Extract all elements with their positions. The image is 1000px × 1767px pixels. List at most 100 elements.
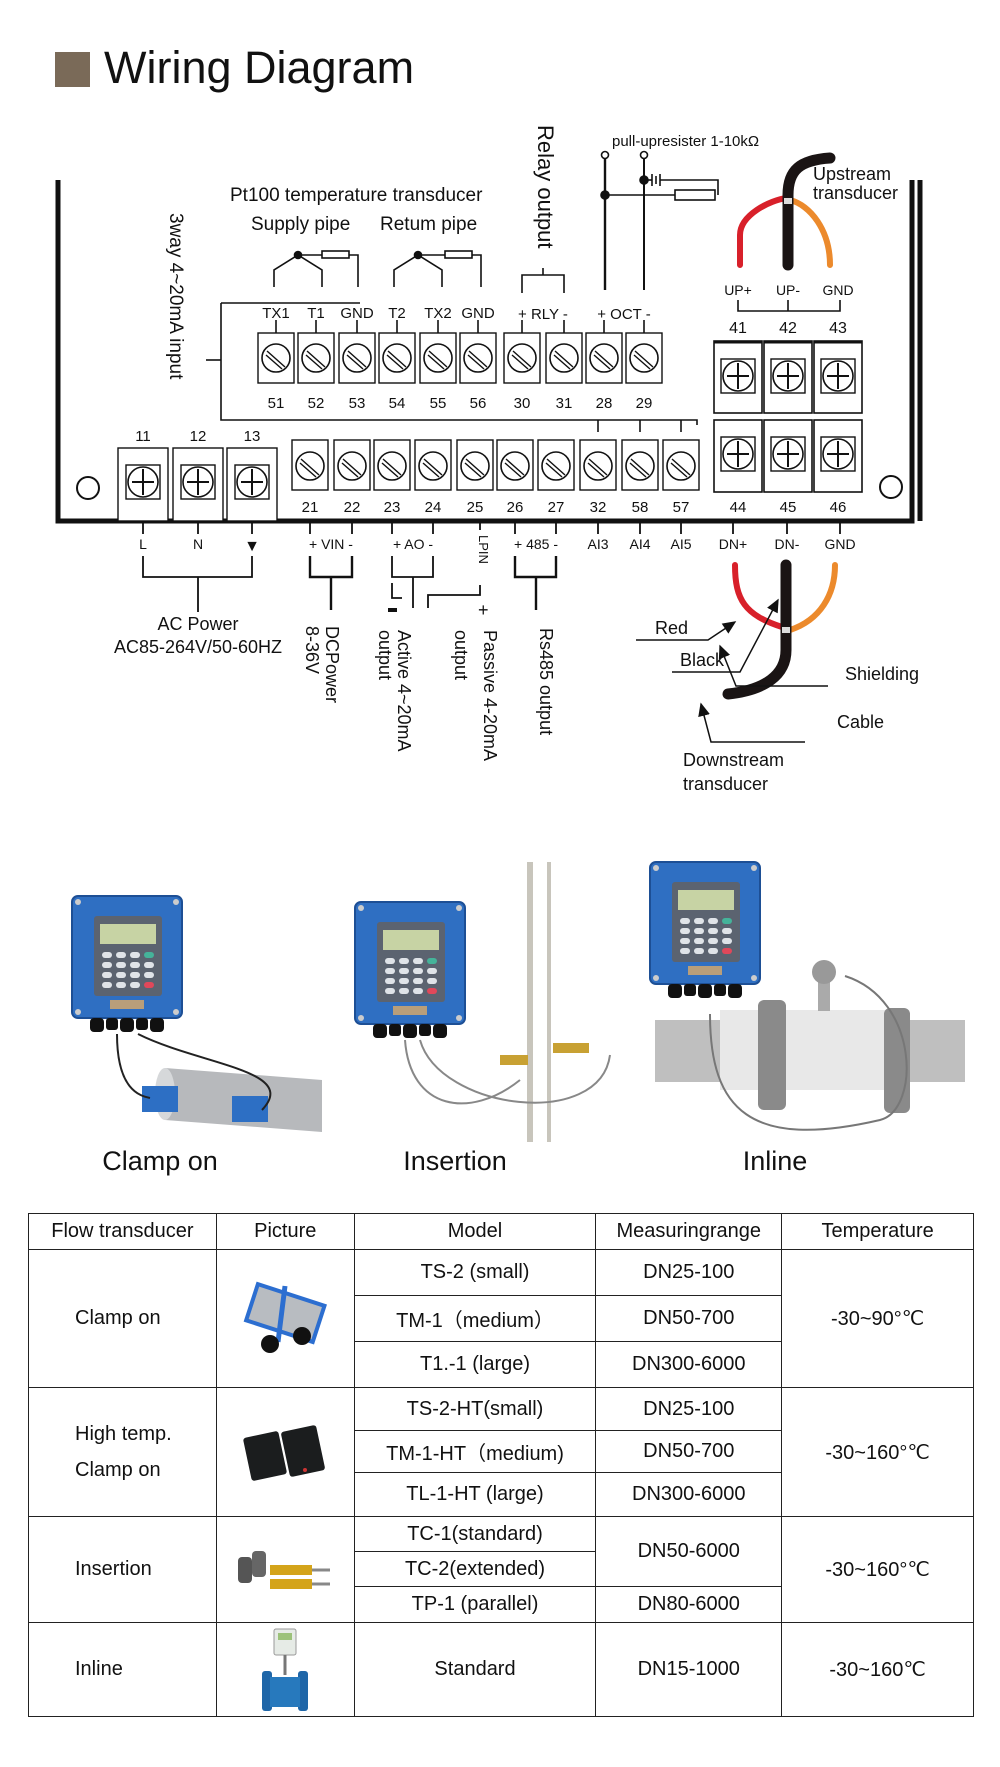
svg-text:25: 25: [467, 499, 484, 516]
upstream-label-line2: transducer: [813, 183, 898, 203]
svg-text:L: L: [139, 536, 147, 552]
ac-power-label: AC Power: [157, 614, 238, 634]
pt100-title: Pt100 temperature transducer: [230, 185, 483, 206]
col-header-temperature: Temperature: [781, 1213, 974, 1250]
black-wire-label: Black: [680, 650, 725, 670]
svg-text:AI4: AI4: [629, 536, 650, 552]
mounting-hole-right: [879, 475, 903, 499]
svg-text:23: 23: [384, 499, 401, 516]
svg-text:22: 22: [344, 499, 361, 516]
terminal-26: 26: [496, 439, 534, 516]
page-title: Wiring Diagram: [104, 42, 415, 93]
svg-text:24: 24: [425, 499, 442, 516]
dc-power-spec: 8-36V: [302, 626, 322, 674]
svg-text:27: 27: [548, 499, 565, 516]
model-cell: TC-2(extended): [353, 1551, 597, 1587]
terminal-13: 13: [226, 428, 278, 522]
passive-output-label: Passive 4-20mA: [480, 630, 500, 761]
terminal-45: 45: [763, 419, 813, 516]
mounting-hole-left: [76, 476, 100, 500]
svg-text:41: 41: [729, 320, 747, 337]
type-inline: Inline: [28, 1622, 217, 1717]
terminal-58: 58: [621, 439, 659, 516]
svg-text:T1: T1: [307, 305, 325, 322]
model-cell: T1.-1 (large): [353, 1341, 597, 1388]
relay-output-label: Relay output: [533, 125, 558, 249]
svg-text:DN-: DN-: [775, 536, 800, 552]
passive-output-label-2: output: [451, 630, 471, 680]
svg-text:21: 21: [302, 499, 319, 516]
svg-text:55: 55: [430, 395, 447, 412]
svg-text:GND: GND: [824, 536, 855, 552]
col-header-flow-transducer: Flow transducer: [28, 1213, 217, 1250]
table-row: Clamp on TS-2 (small) DN25-100 -30~90°℃: [28, 1249, 974, 1388]
table-row: TP-1 (parallel) DN80-6000: [29, 1586, 974, 1623]
picture-inline: [215, 1622, 355, 1717]
picture-clamp-on: [215, 1249, 355, 1388]
terminal-52: T1 52: [297, 305, 335, 412]
inline-illustration: [649, 861, 965, 1131]
table-row: TM-1（medium） DN50-700: [29, 1295, 974, 1342]
upstream-terminal-labels: UP+ UP- GND: [724, 282, 853, 298]
supply-pipe-label: Supply pipe: [251, 214, 350, 235]
installation-illustrations: [71, 861, 965, 1142]
below-board-labels: L N ▼ + VIN - + AO - LPIN + 485 - AI3 AI…: [139, 535, 855, 564]
range-cell: DN15-1000: [595, 1622, 783, 1717]
svg-text:11: 11: [135, 428, 151, 445]
title-bullet-square: [55, 52, 90, 87]
svg-text:52: 52: [308, 395, 325, 412]
terminal-25: 25: [456, 439, 494, 516]
terminal-23: 23: [373, 439, 411, 516]
type-line-2: Clamp on: [75, 1459, 161, 1481]
table-row: T1.-1 (large) DN300-6000: [29, 1341, 974, 1388]
svg-text:45: 45: [780, 499, 797, 516]
upstream-cable: [737, 152, 836, 271]
svg-text:T2: T2: [388, 305, 406, 322]
range-cell: DN25-100: [595, 1249, 783, 1296]
cable-label: Cable: [837, 712, 884, 732]
svg-text:13: 13: [244, 428, 261, 445]
pt100-return-symbol: [393, 250, 482, 287]
pt100-supply-symbol: [273, 250, 359, 287]
svg-text:58: 58: [632, 499, 649, 516]
picture-high-temp: [215, 1387, 355, 1517]
model-cell: TP-1 (parallel): [353, 1586, 597, 1623]
dc-power-label: DCPower: [322, 626, 342, 703]
table-row: TM-1-HT（medium) DN50-700: [29, 1430, 974, 1473]
wire-callouts: [636, 598, 828, 743]
svg-text:+ 485 -: + 485 -: [514, 536, 558, 552]
terminal-28: 28: [585, 320, 623, 412]
board-outline: [55, 180, 915, 524]
pullup-resistor-label: pull-upresister 1-10kΩ: [612, 133, 759, 150]
input-4-20ma-label: 3way 4~20mA input: [165, 213, 186, 380]
ac-terminal-row: 11 12 13: [117, 428, 278, 522]
terminal-11: 11: [117, 428, 169, 522]
terminal-29: 29: [625, 320, 663, 412]
svg-text:29: 29: [636, 395, 653, 412]
terminal-12: 12: [172, 428, 224, 522]
svg-text:AI3: AI3: [587, 536, 608, 552]
svg-text:54: 54: [389, 395, 406, 412]
svg-text:TX1: TX1: [262, 305, 290, 322]
terminal-41: [713, 340, 763, 414]
oct-label: + OCT -: [597, 306, 650, 323]
shielding-label: Shielding: [845, 664, 919, 684]
upstream-label-line1: Upstream: [813, 164, 891, 184]
model-cell: TM-1（medium）: [353, 1295, 597, 1342]
type-line-1: High temp.: [75, 1423, 172, 1445]
terminal-44: 44: [713, 419, 763, 516]
model-cell: TS-2 (small): [353, 1249, 597, 1296]
terminal-43: [813, 340, 863, 414]
downstream-label-line2: transducer: [683, 774, 768, 794]
temperature-cell: -30~160℃: [781, 1622, 974, 1717]
clamp-on-transducer-image: [243, 1281, 328, 1353]
wiring-diagram: 3way 4~20mA input Pt100 temperature tran…: [55, 125, 923, 794]
pullup-resistor-symbol: [600, 150, 719, 290]
svg-text:53: 53: [349, 395, 366, 412]
svg-text:30: 30: [514, 395, 531, 412]
